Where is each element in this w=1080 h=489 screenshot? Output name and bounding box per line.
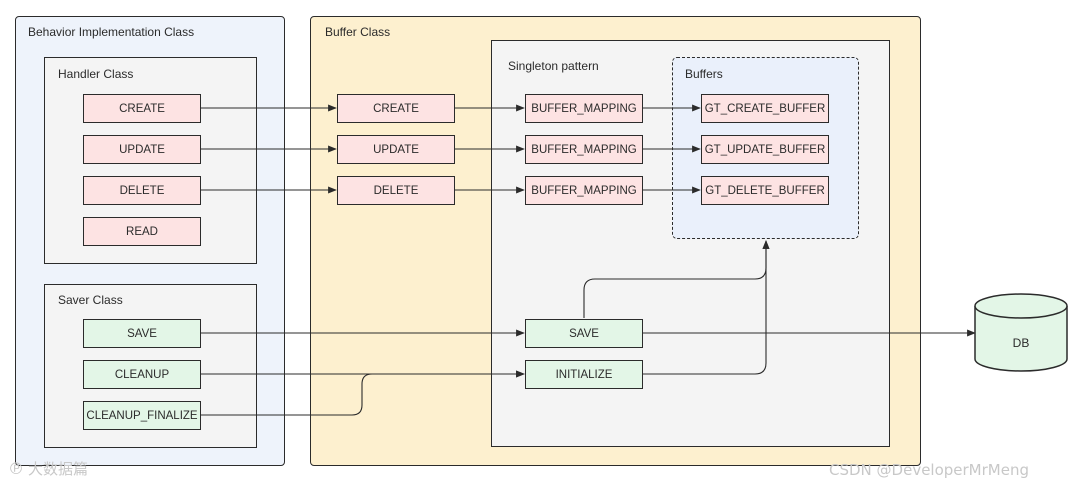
buffer-mapping-create-node: BUFFER_MAPPING [525,94,643,123]
db-label: DB [1012,336,1030,350]
buffer-delete-node: DELETE [337,176,455,205]
buffers-title: Buffers [685,67,723,81]
handler-class-title: Handler Class [58,67,134,81]
gt-update-buffer-node: GT_UPDATE_BUFFER [701,135,829,164]
watermark-right: CSDN @DeveloperMrMeng [829,461,1029,479]
behavior-implementation-title: Behavior Implementation Class [28,25,195,39]
edge-cleanup-finalize-to-initialize [201,370,525,416]
handler-delete-node: DELETE [83,176,201,205]
gt-delete-buffer-node: GT_DELETE_BUFFER [701,176,829,205]
buffer-update-node: UPDATE [337,135,455,164]
handler-read-node: READ [83,217,201,246]
saver-class-title: Saver Class [58,293,123,307]
handler-create-node: CREATE [83,94,201,123]
saver-save-node: SAVE [83,319,201,348]
edge-save-to-buffers [583,240,770,318]
edge-initialize-to-buffers [643,240,770,375]
buffer-class-title: Buffer Class [325,25,391,39]
singleton-initialize-node: INITIALIZE [525,360,643,389]
watermark-left-text: 大数据篇 [28,460,89,478]
buffer-create-node: CREATE [337,94,455,123]
saver-cleanup-node: CLEANUP [83,360,201,389]
buffer-mapping-delete-node: BUFFER_MAPPING [525,176,643,205]
buffer-mapping-update-node: BUFFER_MAPPING [525,135,643,164]
handler-update-node: UPDATE [83,135,201,164]
watermark-logo-icon: ℗ [8,459,24,478]
watermark-left: ℗ 大数据篇 [8,458,88,479]
singleton-save-node: SAVE [525,319,643,348]
saver-cleanup-finalize-node: CLEANUP_FINALIZE [83,401,201,430]
db-cylinder-icon [974,293,1068,372]
singleton-pattern-title: Singleton pattern [508,59,599,73]
gt-create-buffer-node: GT_CREATE_BUFFER [701,94,829,123]
